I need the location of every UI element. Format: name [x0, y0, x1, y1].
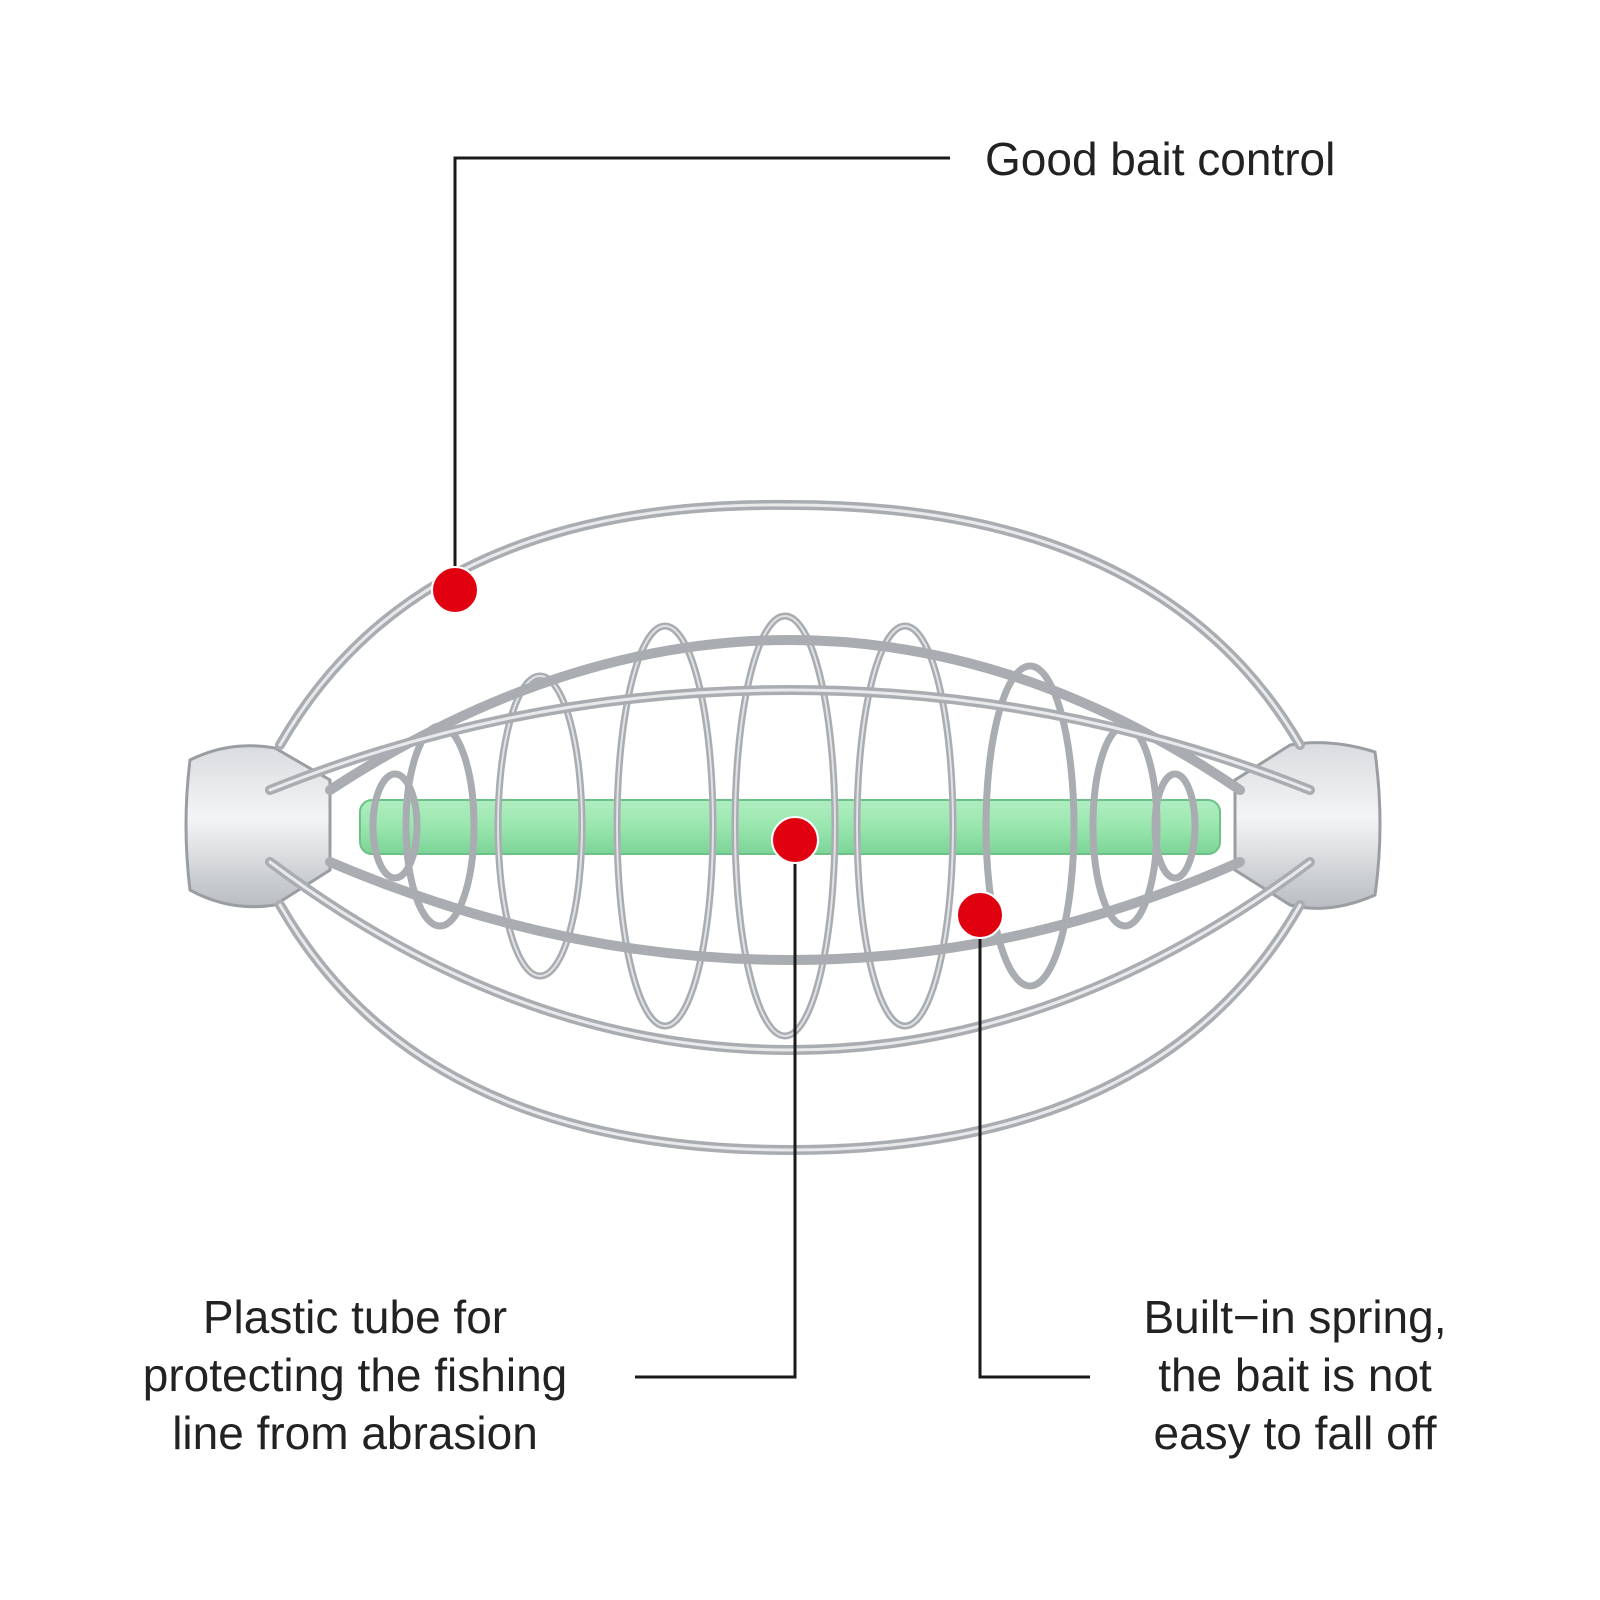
- left-end-cap: [184, 744, 332, 909]
- leader-line-plastic-tube: [635, 840, 797, 1379]
- callout-text: Plastic tube for: [202, 1291, 508, 1343]
- callout-built-in-spring: Built−in spring, the bait is not easy to…: [1110, 1288, 1480, 1462]
- right-end-cap: [1233, 741, 1382, 910]
- callout-plastic-tube: Plastic tube for protecting the fishing …: [90, 1288, 620, 1462]
- callout-text: line from abrasion: [172, 1407, 538, 1459]
- callout-text: Good bait control: [985, 133, 1336, 185]
- leader-line-bait-control: [453, 156, 950, 590]
- leader-line-built-in-spring: [978, 915, 1090, 1379]
- callout-bait-control: Good bait control: [985, 130, 1335, 188]
- callout-text: the bait is not: [1158, 1349, 1432, 1401]
- red-dot-icon: [956, 891, 1004, 939]
- red-dot-icon: [431, 566, 479, 614]
- red-dot-icon: [771, 816, 819, 864]
- callout-text: Built−in spring,: [1143, 1291, 1447, 1343]
- leader-lines: [453, 156, 1090, 1379]
- callout-text: protecting the fishing: [142, 1349, 568, 1401]
- callout-text: easy to fall off: [1153, 1407, 1437, 1459]
